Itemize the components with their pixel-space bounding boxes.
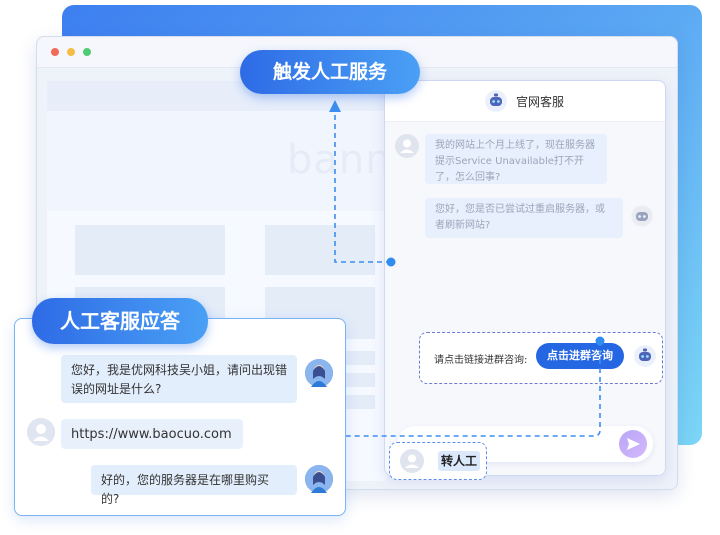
- content-block: [75, 225, 225, 275]
- agent-avatar-icon: [305, 465, 333, 493]
- user-avatar-icon: [400, 449, 424, 473]
- chat-body: 我的网站上个月上线了，现在服务器提示Service Unavailable打不开…: [385, 122, 665, 475]
- trigger-human-service-title: 触发人工服务: [240, 50, 420, 94]
- chat-window: 官网客服 我的网站上个月上线了，现在服务器提示Service Unavailab…: [384, 80, 666, 476]
- group-prompt: 请点击链接进群咨询:: [434, 355, 528, 366]
- arrow-up-icon: [329, 100, 341, 112]
- send-button[interactable]: [619, 430, 647, 458]
- human-support-title: 人工客服应答: [32, 298, 208, 344]
- join-group-button[interactable]: 点击进群咨询: [536, 343, 624, 369]
- bot-reply: 您好，您是否已尝试过重启服务器，或者刷新网站?: [425, 198, 623, 238]
- chat-title: 官网客服: [516, 95, 565, 109]
- content-block: [265, 225, 375, 275]
- agent-message: 好的，您的服务器是在哪里购买的?: [91, 465, 297, 506]
- bot-avatar-icon: [631, 205, 653, 227]
- robot-avatar-icon: [634, 345, 656, 367]
- chat-header: 官网客服: [385, 81, 665, 122]
- transfer-human-button[interactable]: 转人工: [438, 451, 480, 471]
- user-avatar-icon: [27, 418, 55, 446]
- group-link-card: 请点击链接进群咨询: 点击进群咨询: [419, 332, 663, 384]
- banner-area: bann: [47, 81, 391, 211]
- maximize-dot-icon[interactable]: [83, 48, 91, 56]
- connector-dot-icon: [386, 257, 396, 267]
- robot-icon: [485, 90, 507, 112]
- agent-avatar-icon: [305, 359, 333, 387]
- user-message: https://www.baocuo.com: [61, 419, 243, 449]
- connector-to-top: [334, 104, 391, 263]
- user-message: 我的网站上个月上线了，现在服务器提示Service Unavailable打不开…: [425, 134, 607, 184]
- send-icon: [627, 438, 640, 450]
- banner-text: bann: [287, 137, 392, 183]
- connector-dot-icon: [595, 336, 605, 346]
- transfer-card: 转人工: [389, 442, 487, 480]
- connector-to-support: [304, 341, 601, 437]
- transfer-wrapper: 转人工: [387, 241, 487, 480]
- minimize-dot-icon[interactable]: [67, 48, 75, 56]
- close-dot-icon[interactable]: [51, 48, 59, 56]
- agent-message: 您好，我是优网科技吴小姐，请问出现错误的网址是什么?: [61, 355, 297, 403]
- support-card: 您好，我是优网科技吴小姐，请问出现错误的网址是什么? https://www.b…: [14, 318, 346, 516]
- user-avatar-icon: [395, 134, 419, 158]
